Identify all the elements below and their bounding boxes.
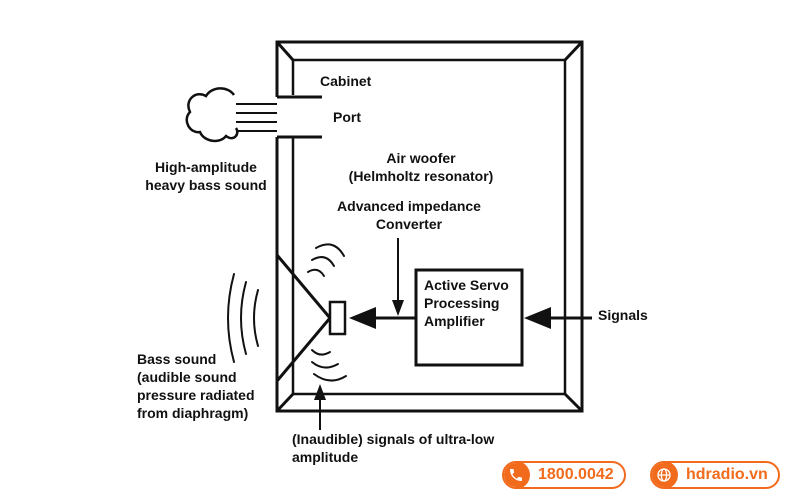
sound-waves-upper [307,243,345,277]
amplifier-line1: Active Servo [424,277,509,293]
signals-arrowhead [524,307,551,329]
cabinet-outer-wall [275,40,584,413]
bass-sound-line3: pressure radiated [137,387,255,403]
amplifier-line3: Amplifier [424,313,485,329]
puff-cloud-icon [185,87,239,143]
phone-pill[interactable]: 1800.0042 [502,461,626,489]
high-amplitude-label: High-amplitude heavy bass sound [138,158,274,194]
amplifier-line2: Processing [424,295,500,311]
impedance-pointer-arrowhead [392,300,404,316]
signals-label: Signals [598,307,648,323]
website-pill[interactable]: hdradio.vn [650,461,780,489]
impedance-line2: Converter [375,216,443,232]
inaudible-pointer-arrowhead [314,384,326,400]
air-woofer-line2: (Helmholtz resonator) [348,168,494,184]
impedance-line1: Advanced impedance [337,198,481,214]
inaudible-label: (Inaudible) signals of ultra-low amplitu… [292,430,494,466]
globe-icon [651,463,678,487]
voice-coil [328,300,347,336]
air-woofer-label: Air woofer (Helmholtz resonator) [326,149,516,185]
bass-sound-line1: Bass sound [137,351,217,367]
phone-icon [503,463,530,487]
sound-waves-outside [227,273,259,363]
bass-sound-label: Bass sound (audible sound pressure radia… [137,350,255,422]
cabinet-inner-wall [291,58,567,396]
amplifier-box [414,268,524,367]
cabinet-corner-br [563,392,584,413]
amp-to-coil-arrowhead [349,307,376,329]
cabinet-corner-bl [275,392,295,413]
phone-number[interactable]: 1800.0042 [538,466,614,483]
high-amplitude-line2: heavy bass sound [145,177,267,193]
bass-sound-line2: (audible sound [137,369,237,385]
cabinet-label: Cabinet [320,73,372,89]
amplifier-label: Active Servo Processing Amplifier [424,276,509,330]
sound-waves-lower [311,349,347,382]
port-label: Port [333,109,361,125]
cabinet-corner-tl [275,41,295,61]
website-link[interactable]: hdradio.vn [686,466,768,483]
inaudible-line1: (Inaudible) signals of ultra-low [292,431,495,447]
inaudible-line2: amplitude [292,449,359,465]
bass-sound-line4: from diaphragm) [137,405,249,421]
cabinet-corner-tr [563,40,584,62]
high-amplitude-line1: High-amplitude [155,159,257,175]
impedance-label: Advanced impedance Converter [324,197,494,233]
air-woofer-line1: Air woofer [386,150,456,166]
port-air-lines [236,103,277,132]
